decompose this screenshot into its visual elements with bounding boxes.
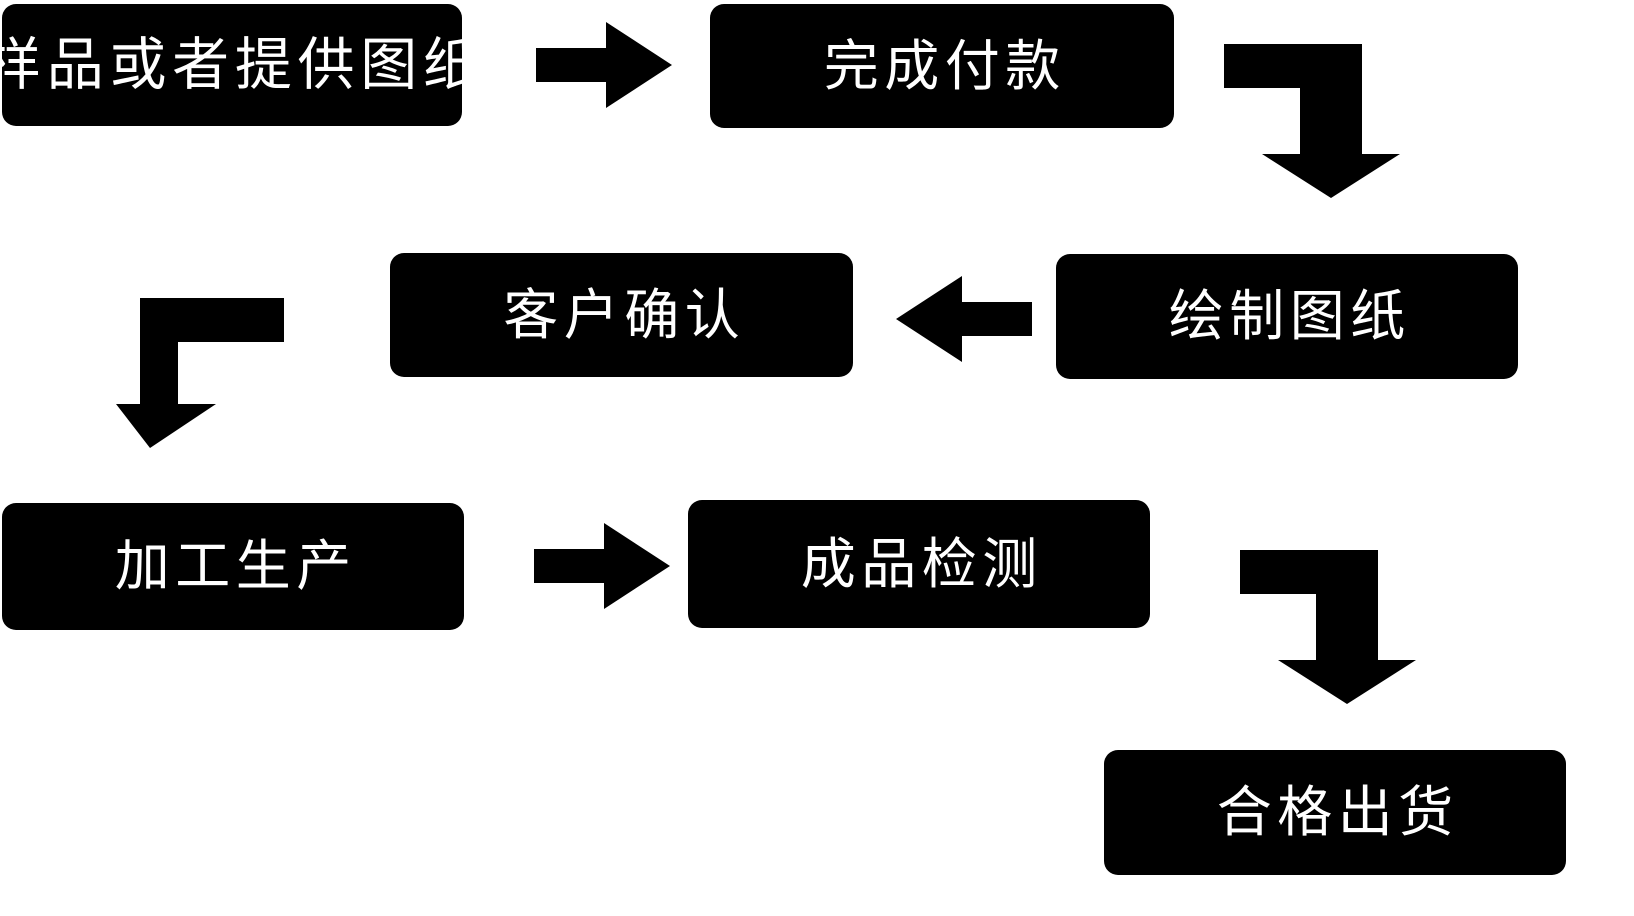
flow-node-shipment[interactable]: 合格出货 [1104,750,1566,875]
flow-node-inspection[interactable]: 成品检测 [688,500,1150,628]
flow-node-inspection-label: 成品检测 [800,531,1043,596]
elbow-left-down-icon [116,290,284,448]
flow-node-production[interactable]: 加工生产 [2,503,464,630]
flow-node-production-label: 加工生产 [114,534,357,598]
flow-node-payment[interactable]: 完成付款 [710,4,1174,128]
flow-node-shipment-label: 合格出货 [1216,780,1459,844]
arrow-left-icon [896,276,1032,362]
flow-node-customer-confirm-label: 客户确认 [503,282,746,347]
flow-node-customer-confirm[interactable]: 客户确认 [390,253,853,377]
flow-node-drawing[interactable]: 绘制图纸 [1056,254,1518,379]
arrow-right-icon [534,523,670,609]
flow-node-payment-label: 完成付款 [823,33,1066,98]
flow-node-sample-label: 样品或者提供图纸 [0,31,486,98]
flow-node-drawing-label: 绘制图纸 [1168,284,1411,348]
elbow-right-down-icon [1224,26,1400,198]
arrow-right-icon [536,22,672,108]
flow-node-sample[interactable]: 样品或者提供图纸 [0,4,480,126]
elbow-right-down-icon [1240,532,1416,704]
